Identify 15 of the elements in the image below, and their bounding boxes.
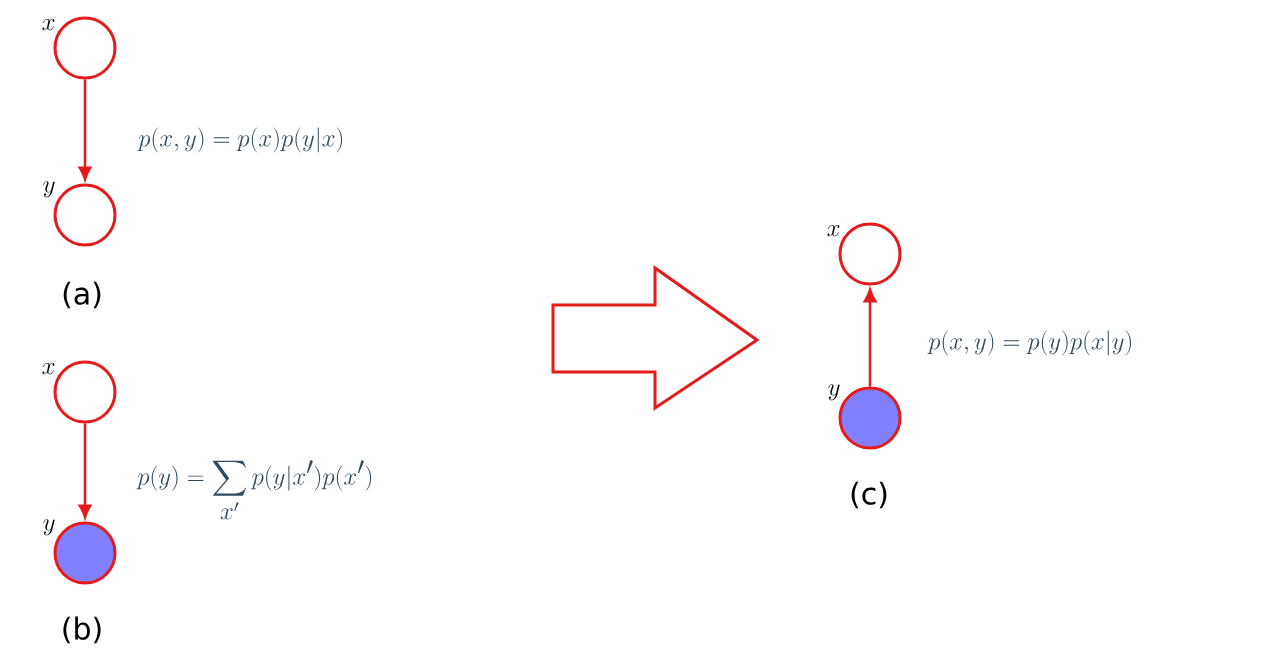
node-label: $x$	[42, 19, 55, 31]
equation: $p(x,y) = p(y)p(x|y)$	[927, 330, 1132, 356]
equation: $p(y) = \sum_{x'} p(y|x')p(x')$	[136, 460, 372, 520]
equation: $p(x,y) = p(x)p(y|x)$	[137, 127, 343, 153]
arrow	[78, 423, 92, 519]
panel-label: (c)	[851, 481, 887, 509]
node-label: $y$	[43, 181, 55, 198]
arrow	[863, 288, 877, 387]
arrow	[78, 79, 92, 181]
panel-label: (a)	[63, 281, 101, 309]
node-label: $y$	[43, 519, 55, 536]
node-label: $x$	[827, 225, 840, 237]
node-label: $y$	[828, 384, 840, 401]
panel-label: (b)	[63, 616, 101, 644]
node-label: $x$	[42, 363, 55, 375]
